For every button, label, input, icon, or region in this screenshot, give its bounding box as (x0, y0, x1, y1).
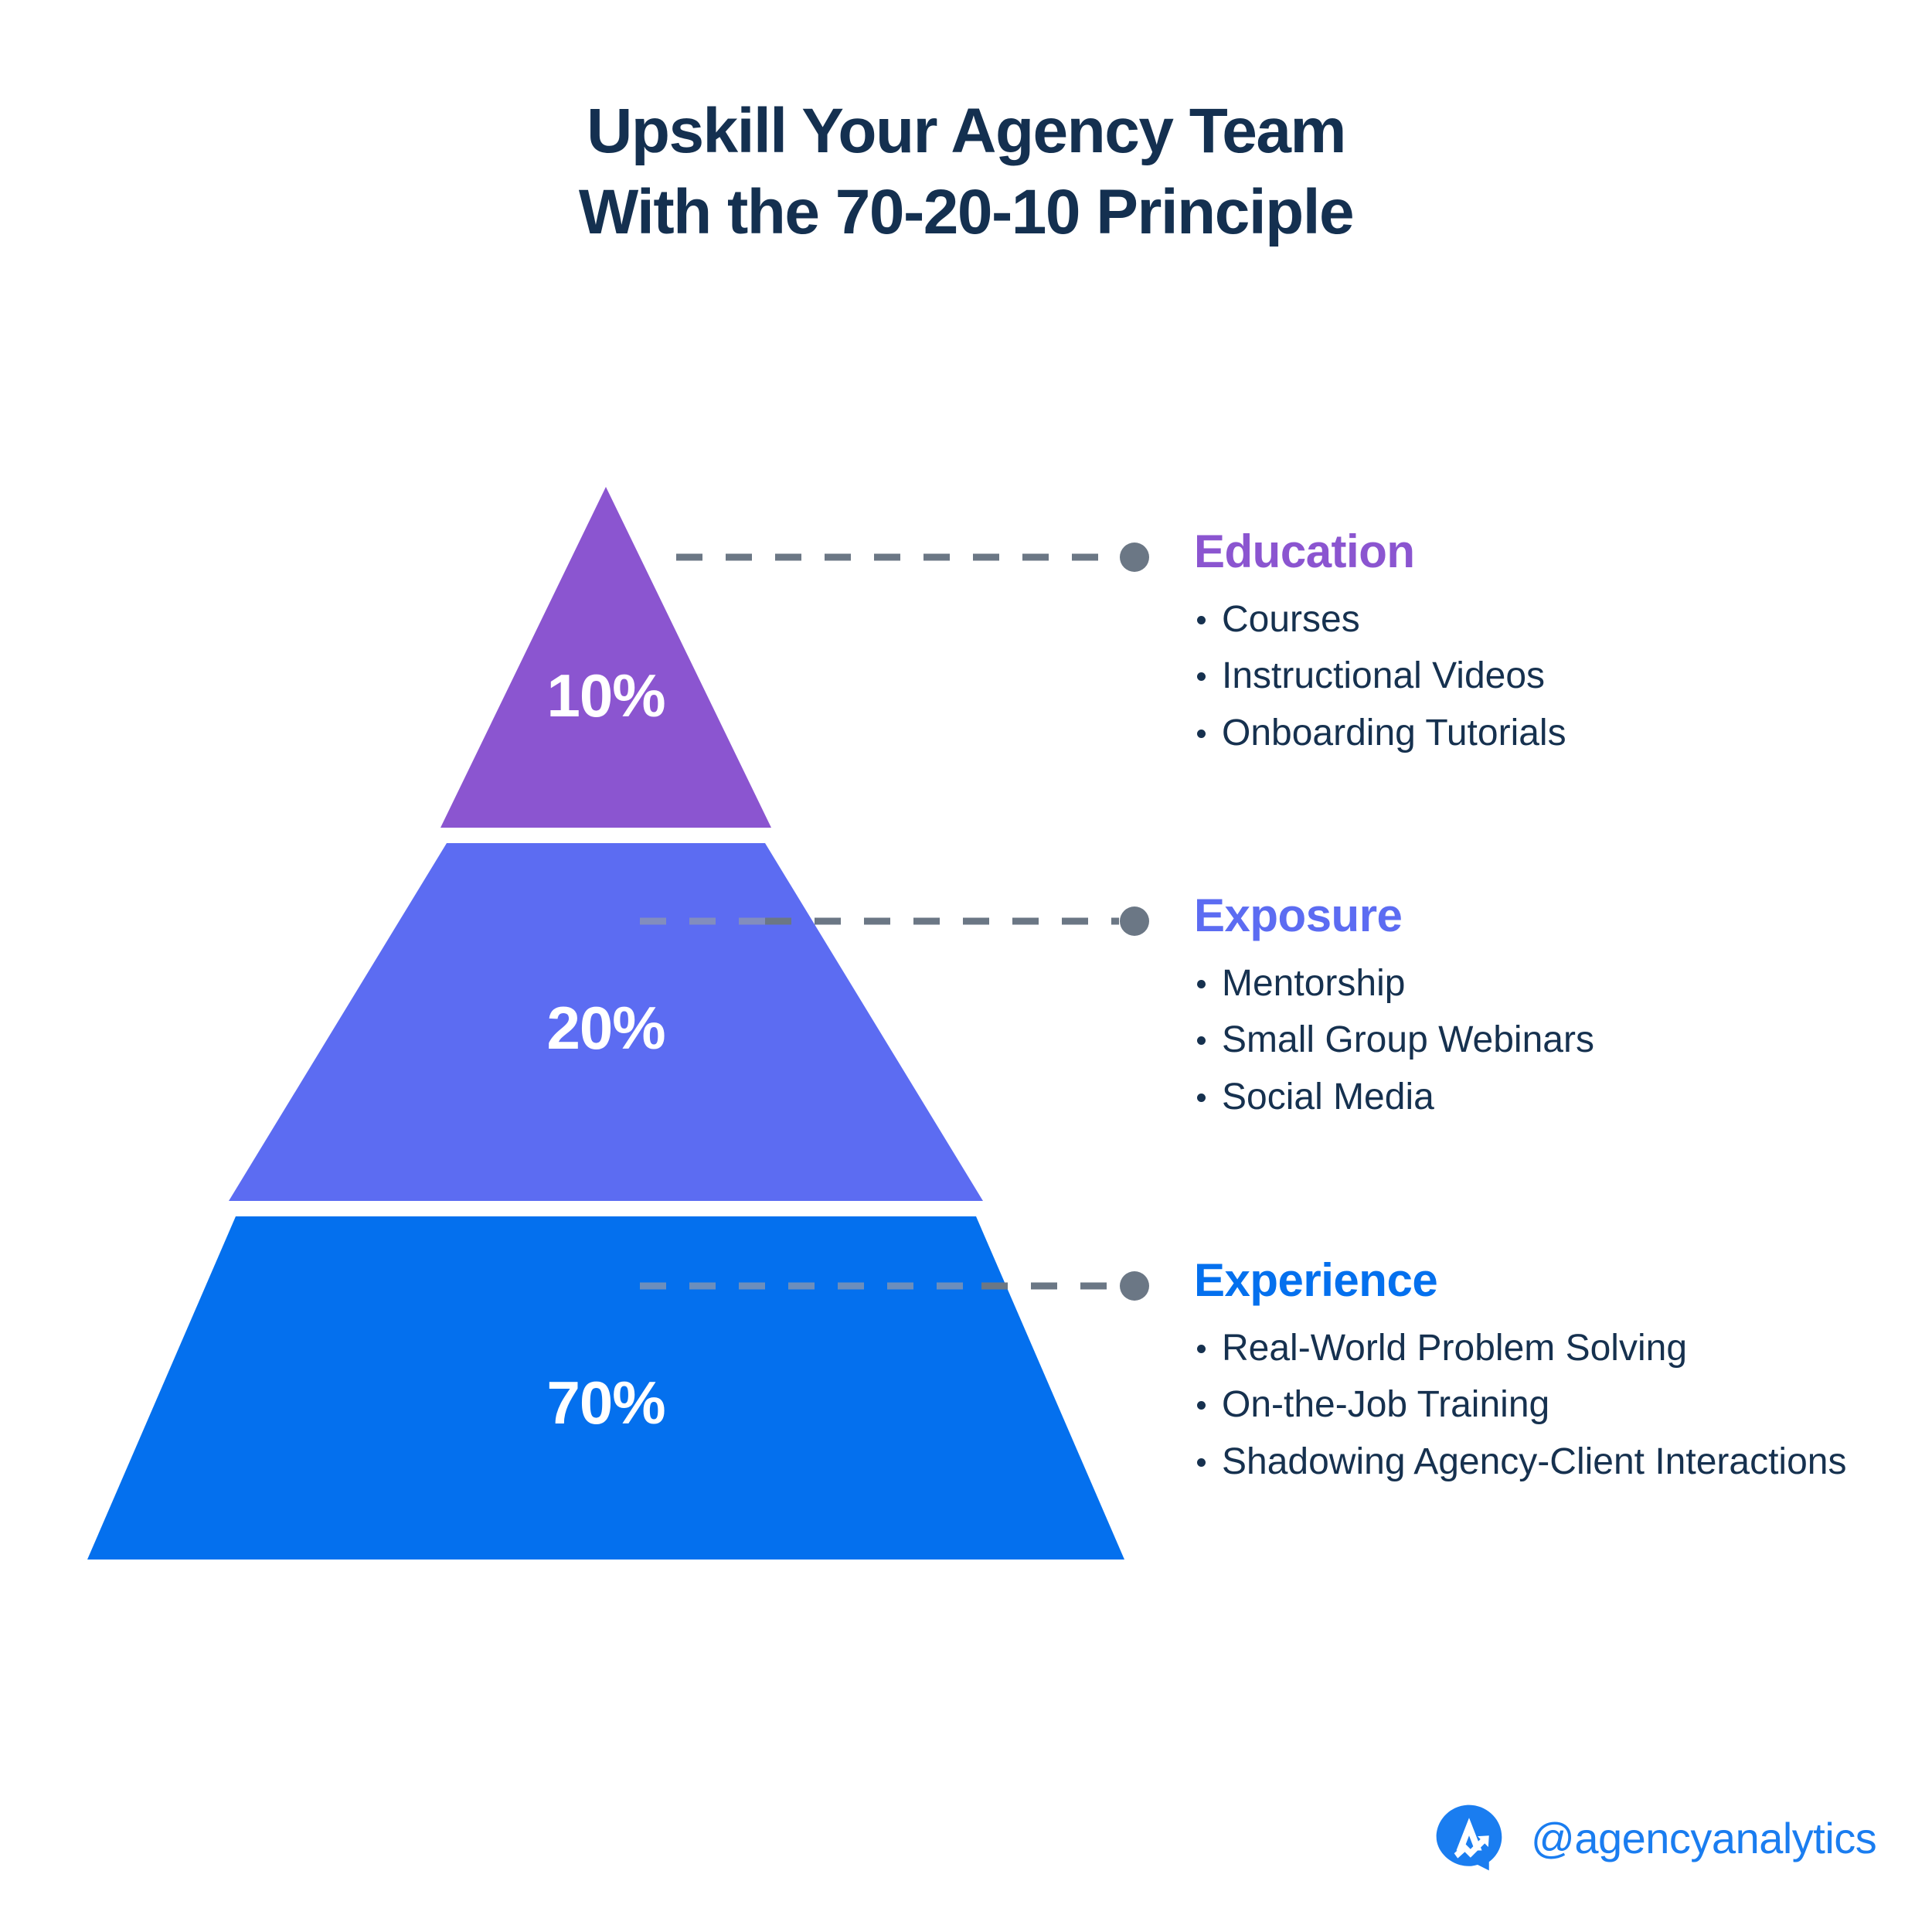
list-item: On-the-Job Training (1194, 1381, 1889, 1428)
section-list-experience: Real-World Problem Solving On-the-Job Tr… (1194, 1325, 1889, 1485)
list-item-label: Onboarding Tutorials (1222, 712, 1566, 753)
list-item-label: Mentorship (1222, 963, 1406, 1004)
list-item-label: Small Group Webinars (1222, 1019, 1594, 1061)
list-item: Shadowing Agency-Client Interactions (1194, 1438, 1889, 1485)
section-heading-exposure: Exposure (1194, 889, 1403, 941)
section-education: Education Courses Instructional Videos O… (1194, 527, 1889, 766)
bullet-icon (1197, 616, 1206, 624)
tier-percent-exposure: 20% (546, 994, 665, 1062)
section-list-education: Courses Instructional Videos Onboarding … (1194, 596, 1889, 757)
connector-dot-experience (1120, 1271, 1149, 1301)
section-heading-experience: Experience (1194, 1254, 1438, 1306)
list-item: Small Group Webinars (1194, 1016, 1889, 1063)
list-item: Courses (1194, 596, 1889, 643)
tier-percent-education: 10% (546, 662, 665, 730)
section-experience: Experience Real-World Problem Solving On… (1194, 1256, 1889, 1495)
list-item: Instructional Videos (1194, 652, 1889, 699)
connector-dot-education (1120, 543, 1149, 572)
section-exposure: Exposure Mentorship Small Group Webinars… (1194, 891, 1889, 1130)
bullet-icon (1197, 729, 1206, 738)
list-item: Onboarding Tutorials (1194, 709, 1889, 757)
brand-handle-label: @agencyanalytics (1531, 1813, 1877, 1862)
bullet-icon (1197, 1036, 1206, 1046)
connector-dot-exposure (1120, 906, 1149, 936)
bullet-icon (1197, 672, 1206, 682)
list-item-label: Shadowing Agency-Client Interactions (1222, 1440, 1847, 1482)
brand-footer: @agencyanalytics (1434, 1802, 1877, 1873)
bullet-icon (1197, 1345, 1206, 1353)
list-item: Real-World Problem Solving (1194, 1325, 1889, 1372)
list-item: Social Media (1194, 1073, 1889, 1121)
bullet-icon (1197, 1401, 1206, 1410)
section-heading-education: Education (1194, 526, 1415, 577)
agencyanalytics-logo-icon (1436, 1804, 1502, 1871)
bullet-icon (1197, 1093, 1206, 1102)
page-title: Upskill Your Agency Team With the 70-20-… (0, 91, 1932, 253)
bullet-icon (1197, 980, 1206, 988)
tier-percent-experience: 70% (546, 1369, 665, 1437)
page-title-line-1: Upskill Your Agency Team (587, 96, 1346, 166)
bullet-icon (1197, 1458, 1206, 1467)
list-item-label: Real-World Problem Solving (1222, 1328, 1688, 1369)
list-item-label: On-the-Job Training (1222, 1384, 1550, 1426)
page-title-line-2: With the 70-20-10 Principle (578, 176, 1355, 247)
list-item-label: Social Media (1222, 1076, 1434, 1117)
list-item: Mentorship (1194, 960, 1889, 1007)
pyramid-tier-education (440, 487, 771, 828)
list-item-label: Instructional Videos (1222, 655, 1546, 697)
list-item-label: Courses (1222, 599, 1360, 640)
section-list-exposure: Mentorship Small Group Webinars Social M… (1194, 960, 1889, 1121)
